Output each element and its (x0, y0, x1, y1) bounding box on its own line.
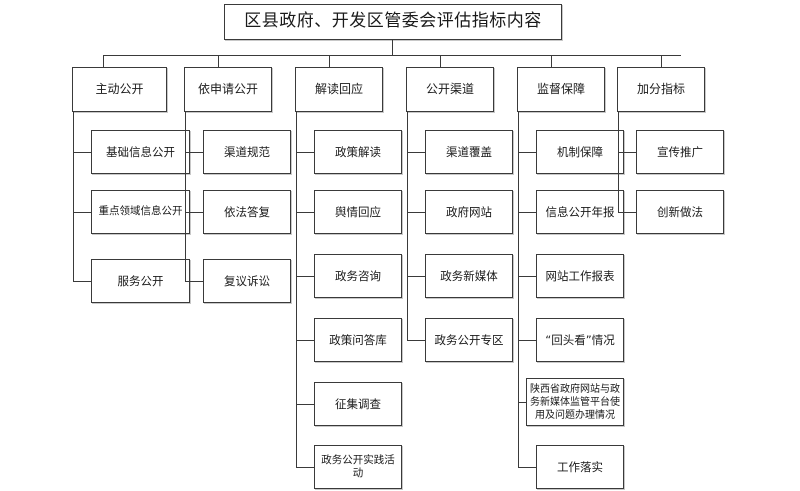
connector-spine-col-5 (518, 112, 519, 467)
node-col-4-child-3: 政务新媒体 (425, 254, 513, 298)
node-col-3-child-4: 政策问答库 (314, 318, 402, 362)
connector-spine-col-6 (618, 112, 619, 213)
connector-stub-col-6-child-2 (618, 212, 636, 213)
connector-stub-col-4-child-4 (407, 340, 425, 341)
connector-stub-col-5-child-3 (518, 276, 536, 277)
connector-stub-col-5-child-2 (518, 212, 536, 213)
connector-stub-col-3-child-6 (296, 467, 314, 468)
node-col-2-header: 依申请公开 (184, 67, 272, 112)
connector-spine-col-1 (73, 112, 74, 282)
connector-stub-col-2-child-2 (185, 212, 203, 213)
connector-stub-col-5-child-6 (518, 467, 536, 468)
node-col-5-child-5: 陕西省政府网站与政务新媒体监管平台使用及问题办理情况 (526, 378, 624, 426)
node-col-6-child-2: 创新做法 (636, 190, 724, 234)
connector-spine-col-4 (407, 112, 408, 340)
connector-stub-col-4-child-1 (407, 152, 425, 153)
connector-stub-col-1-child-1 (73, 152, 91, 153)
connector-stub-col-4-child-3 (407, 276, 425, 277)
connector-root-bus (103, 55, 681, 56)
connector-drop-col-6 (661, 55, 662, 67)
node-col-2-child-2: 依法答复 (203, 190, 291, 234)
node-col-4-child-2: 政府网站 (425, 190, 513, 234)
connector-stub-col-3-child-1 (296, 152, 314, 153)
connector-spine-col-3 (296, 112, 297, 467)
node-col-6-header: 加分指标 (617, 67, 705, 112)
connector-stub-col-3-child-3 (296, 276, 314, 277)
node-col-4-child-1: 渠道覆盖 (425, 130, 513, 174)
connector-stub-col-1-child-3 (73, 281, 91, 282)
connector-stub-col-2-child-1 (185, 152, 203, 153)
root-node-title: 区县政府、开发区管委会评估指标内容 (224, 4, 562, 40)
node-col-3-child-1: 政策解读 (314, 130, 402, 174)
connector-stub-col-2-child-3 (185, 281, 203, 282)
node-col-3-header: 解读回应 (295, 67, 383, 112)
connector-stub-col-5-child-1 (518, 152, 536, 153)
node-col-5-child-4: “回头看”情况 (536, 318, 624, 362)
node-col-3-child-5: 征集调查 (314, 382, 402, 426)
node-col-2-child-3: 复议诉讼 (203, 259, 291, 303)
node-col-5-child-3: 网站工作报表 (536, 254, 624, 298)
connector-drop-col-4 (440, 55, 441, 67)
connector-drop-col-5 (551, 55, 552, 67)
connector-stub-col-3-child-5 (296, 404, 314, 405)
node-col-3-child-6: 政务公开实践活动 (314, 445, 402, 489)
node-col-2-child-1: 渠道规范 (203, 130, 291, 174)
node-col-6-child-1: 宣传推广 (636, 130, 724, 174)
node-col-4-child-4: 政务公开专区 (425, 318, 513, 362)
connector-drop-col-1 (103, 55, 104, 67)
connector-stub-col-4-child-2 (407, 212, 425, 213)
node-col-1-header: 主动公开 (72, 67, 167, 112)
node-col-1-child-2: 重点领域信息公开 (91, 190, 190, 234)
connector-stub-col-3-child-2 (296, 212, 314, 213)
node-col-3-child-2: 舆情回应 (314, 190, 402, 234)
connector-stub-col-1-child-2 (73, 212, 91, 213)
connector-stub-col-6-child-1 (618, 152, 636, 153)
connector-drop-col-2 (218, 55, 219, 67)
connector-root-drop (392, 40, 393, 55)
connector-spine-col-2 (185, 112, 186, 282)
node-col-1-child-1: 基础信息公开 (91, 130, 190, 174)
node-col-5-header: 监督保障 (517, 67, 605, 112)
node-col-3-child-3: 政务咨询 (314, 254, 402, 298)
node-col-5-child-2: 信息公开年报 (536, 190, 624, 234)
node-col-5-child-6: 工作落实 (536, 445, 624, 489)
connector-stub-col-3-child-4 (296, 340, 314, 341)
node-col-5-child-1: 机制保障 (536, 130, 624, 174)
connector-stub-col-5-child-4 (518, 340, 536, 341)
node-col-4-header: 公开渠道 (406, 67, 494, 112)
connector-drop-col-3 (329, 55, 330, 67)
node-col-1-child-3: 服务公开 (91, 259, 190, 303)
